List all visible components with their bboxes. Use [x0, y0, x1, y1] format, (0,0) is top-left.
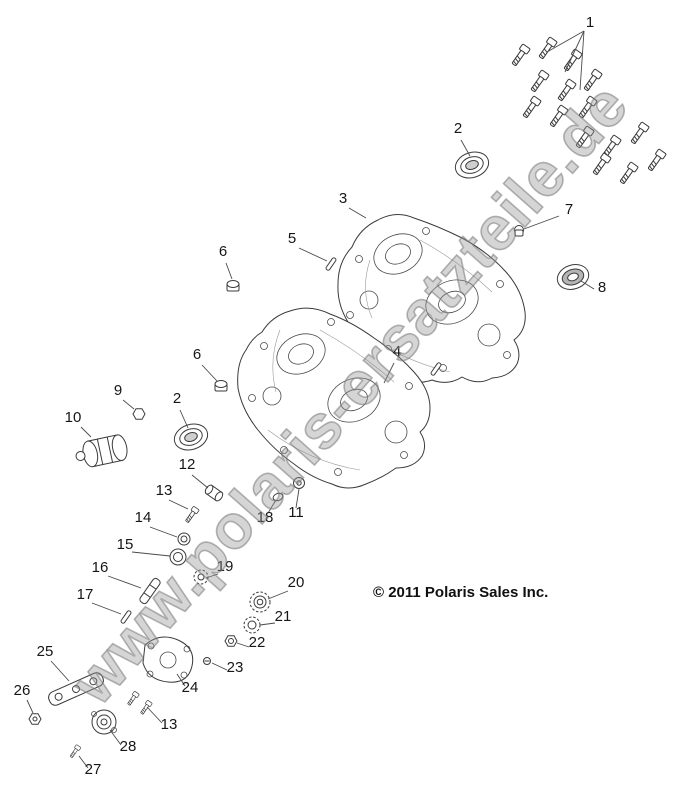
nut-22 [224, 635, 238, 647]
callout-label-5: 5 [288, 230, 296, 247]
callout-label-18: 18 [257, 509, 274, 526]
gear-21 [243, 616, 261, 634]
callout-label-3: 3 [339, 190, 347, 207]
callout-label-10: 10 [65, 409, 82, 426]
crankcase-half-front [237, 307, 431, 489]
callout-label-9: 9 [114, 382, 122, 399]
leader-lines [26, 30, 595, 769]
bolt-icon [617, 161, 639, 186]
callout-label-15: 15 [117, 536, 134, 553]
bolt-icon [573, 125, 595, 150]
plug-7 [514, 225, 524, 237]
callout-label-26: 26 [14, 682, 31, 699]
bolt-13-icon [138, 699, 153, 716]
shaft-16 [139, 577, 161, 605]
callout-label-16: 16 [92, 559, 109, 576]
bolt-icon [536, 36, 558, 61]
nut-9-icon [132, 408, 146, 420]
callout-label-21: 21 [275, 608, 292, 625]
pump-28 [91, 709, 117, 735]
seal-lower [173, 423, 209, 451]
bolt-icon [628, 121, 650, 146]
bolt-icon [581, 68, 603, 93]
callout-labels: 1 2 3 7 5 6 8 6 4 9 2 10 12 13 18 11 14 … [14, 14, 607, 778]
bolt-icon [528, 69, 550, 94]
callout-label-22: 22 [249, 634, 266, 651]
bolt-icon [509, 43, 531, 68]
callout-label-6-top: 6 [219, 243, 227, 260]
callout-label-1: 1 [586, 14, 594, 31]
callout-label-2-top: 2 [454, 120, 462, 137]
callout-label-14: 14 [135, 509, 152, 526]
callout-label-19: 19 [217, 558, 234, 575]
bolt-cluster-lower [573, 121, 667, 186]
bolt-13-icon [183, 505, 200, 525]
bolt-icon [561, 48, 583, 73]
callout-label-13-top: 13 [156, 482, 173, 499]
callout-label-25: 25 [37, 643, 54, 660]
bolt-icon [520, 95, 542, 120]
callout-label-13-bottom: 13 [161, 716, 178, 733]
callout-label-2-mid: 2 [173, 390, 181, 407]
dowel-pin-icon [324, 256, 338, 272]
callout-label-8: 8 [598, 279, 606, 296]
callout-label-11: 11 [288, 504, 304, 521]
gear-20 [249, 591, 271, 613]
callout-label-6-mid: 6 [193, 346, 201, 363]
washer-18 [272, 492, 284, 502]
plug-6-upper [226, 280, 240, 292]
gear-19 [193, 569, 209, 585]
callout-label-20: 20 [288, 574, 305, 591]
callout-label-28: 28 [120, 738, 137, 755]
plug-11 [293, 477, 305, 489]
bolt-icon [576, 95, 598, 120]
callout-label-4: 4 [393, 343, 401, 360]
screw-23 [203, 657, 211, 665]
callout-label-17: 17 [77, 586, 94, 603]
starter-motor [75, 434, 128, 468]
bracket-25 [48, 672, 104, 706]
bolts-13-lower [125, 690, 153, 716]
coupler-12 [204, 484, 224, 502]
bolt-icon [547, 104, 569, 129]
callout-label-23: 23 [227, 659, 244, 676]
plug-6-lower [214, 380, 228, 392]
bolt-icon [645, 148, 667, 173]
callout-label-24: 24 [182, 679, 199, 696]
pin-17-icon [119, 609, 133, 625]
copyright-text: © 2011 Polaris Sales Inc. [373, 584, 549, 601]
bolt-icon [590, 152, 612, 177]
nut-26 [28, 713, 42, 725]
bolt-cluster-upper [509, 36, 603, 129]
bearing-15 [169, 548, 187, 566]
seal-8 [556, 264, 590, 290]
seal-top [454, 151, 490, 179]
cover-24 [142, 636, 194, 683]
bolt-13-icon [125, 690, 140, 707]
callout-label-7: 7 [565, 201, 573, 218]
bolt-icon [555, 78, 577, 103]
washer-14 [177, 532, 191, 546]
callout-label-27: 27 [85, 761, 102, 778]
crankcase-half-rear [337, 214, 526, 383]
callout-label-12: 12 [179, 456, 196, 473]
